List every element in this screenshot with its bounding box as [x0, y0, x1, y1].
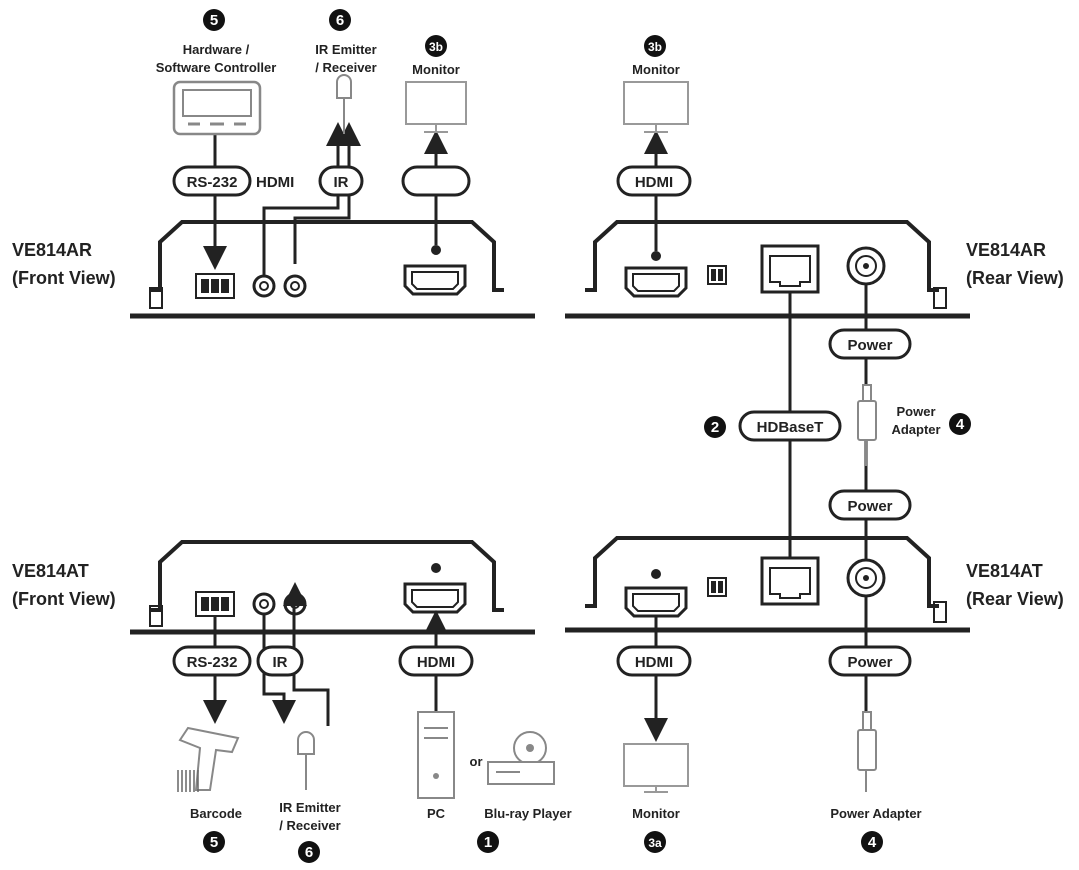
step-badge: 1: [477, 831, 499, 853]
cable-label-power-bottom: Power: [828, 645, 912, 677]
controller-icon: [172, 80, 262, 136]
device-name: VE814AT: [966, 561, 1043, 581]
svg-text:6: 6: [305, 844, 313, 861]
controller-label: Hardware /: [183, 42, 250, 57]
cable-label-rs232-bottom: RS-232: [172, 645, 252, 677]
cable-label-hdmi-rear-bottom: HDMI: [616, 645, 692, 677]
transmitter-rear-unit: [565, 536, 970, 633]
svg-text:HDMI: HDMI: [635, 654, 673, 671]
hdmi-port: [624, 266, 688, 298]
ir-port-1: [252, 274, 276, 298]
hdmi-label-top: HDMI: [256, 174, 294, 191]
device-name: VE814AR: [12, 240, 92, 260]
svg-text:HDMI: HDMI: [417, 654, 455, 671]
svg-text:3b: 3b: [429, 40, 443, 54]
dip-switch: [707, 577, 727, 597]
hdmi-port: [403, 582, 467, 614]
ir-emitter-icon: [336, 74, 352, 134]
transmitter-front-unit: [130, 540, 535, 635]
ir-port-2: [283, 274, 307, 298]
step-badge: 5: [203, 9, 225, 31]
hdmi-port: [624, 586, 688, 618]
monitor-label: Monitor: [632, 62, 680, 77]
cable-label-rs232-top: RS-232: [172, 165, 252, 197]
device-view: (Front View): [12, 268, 116, 288]
svg-text:6: 6: [336, 12, 344, 29]
svg-text:RS-232: RS-232: [187, 654, 238, 671]
device-view: (Front View): [12, 589, 116, 609]
step-badge: 3a: [644, 831, 666, 853]
cable-label-blank-top: [401, 165, 471, 197]
receiver-front-unit: [130, 220, 535, 319]
power-adapter-label: Power: [896, 404, 935, 419]
cable-label-power-top: Power: [828, 328, 912, 360]
svg-text:1: 1: [484, 834, 492, 851]
monitor-icon: [623, 743, 689, 793]
barcode-label: Barcode: [190, 806, 242, 821]
step-badge: 4: [949, 413, 971, 435]
svg-text:3a: 3a: [648, 836, 662, 850]
cable-label-ir-top: IR: [318, 165, 364, 197]
device-view: (Rear View): [966, 589, 1064, 609]
hdmi-port: [403, 264, 467, 296]
rs232-port: [195, 273, 235, 299]
svg-text:4: 4: [956, 416, 965, 433]
svg-text:HDBaseT: HDBaseT: [757, 419, 824, 436]
receiver-rear-unit: [565, 220, 970, 319]
monitor-icon: [623, 81, 689, 133]
cable-label-hdmi-bottom: HDMI: [398, 645, 474, 677]
device-view: (Rear View): [966, 268, 1064, 288]
cable-label-power-mid: Power: [828, 489, 912, 521]
svg-text:5: 5: [210, 834, 218, 851]
svg-text:4: 4: [868, 834, 877, 851]
device-name: VE814AR: [966, 240, 1046, 260]
monitor-label: Monitor: [632, 806, 680, 821]
step-badge: 3b: [425, 35, 447, 57]
barcode-scanner-icon: [177, 726, 240, 792]
monitor-label: Monitor: [412, 62, 460, 77]
step-badge: 2: [704, 416, 726, 438]
svg-text:Power: Power: [847, 337, 892, 354]
step-badge: 3b: [644, 35, 666, 57]
dip-switch: [707, 265, 727, 285]
ir-label: / Receiver: [315, 60, 376, 75]
step-badge: 5: [203, 831, 225, 853]
controller-label: Software Controller: [156, 60, 277, 75]
cable-label-ir-bottom: IR: [256, 645, 304, 677]
svg-text:Power: Power: [847, 498, 892, 515]
monitor-icon: [405, 81, 467, 133]
pc-label: PC: [427, 806, 446, 821]
power-adapter-label: Power Adapter: [830, 806, 921, 821]
ir-label: / Receiver: [279, 818, 340, 833]
power-adapter-icon: [857, 711, 877, 792]
bluray-player-icon: [487, 731, 555, 785]
or-label: or: [470, 754, 483, 769]
ir-label: IR Emitter: [315, 42, 376, 57]
power-adapter-label: Adapter: [891, 422, 940, 437]
svg-text:RS-232: RS-232: [187, 174, 238, 191]
svg-text:HDMI: HDMI: [635, 174, 673, 191]
cable-label-hdbaset: HDBaseT: [738, 410, 842, 442]
power-adapter-icon: [857, 384, 877, 466]
svg-text:3b: 3b: [648, 40, 662, 54]
svg-text:5: 5: [210, 12, 218, 29]
svg-text:Power: Power: [847, 654, 892, 671]
bluray-label: Blu-ray Player: [484, 806, 571, 821]
device-name: VE814AT: [12, 561, 89, 581]
step-badge: 6: [298, 841, 320, 863]
pc-tower-icon: [417, 711, 455, 799]
ir-label: IR Emitter: [279, 800, 340, 815]
svg-text:2: 2: [711, 419, 719, 436]
step-badge: 6: [329, 9, 351, 31]
ir-emitter-icon: [297, 731, 315, 790]
cable-label-hdmi-rear-top: HDMI: [616, 165, 692, 197]
ir-port-1: [252, 592, 276, 616]
svg-text:IR: IR: [273, 654, 288, 671]
step-badge: 4: [861, 831, 883, 853]
svg-text:IR: IR: [334, 174, 349, 191]
